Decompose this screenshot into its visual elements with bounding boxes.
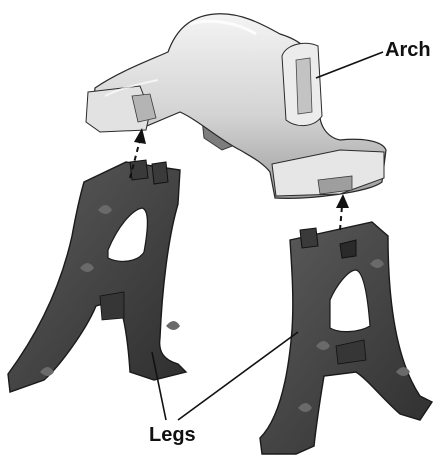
legs-label: Legs (149, 425, 196, 445)
arch-leader-line (316, 52, 383, 78)
arch-label: Arch (385, 40, 431, 60)
left-leg-part (8, 160, 186, 392)
right-leg-part (260, 222, 432, 454)
alignment-arrow-right (336, 194, 349, 230)
